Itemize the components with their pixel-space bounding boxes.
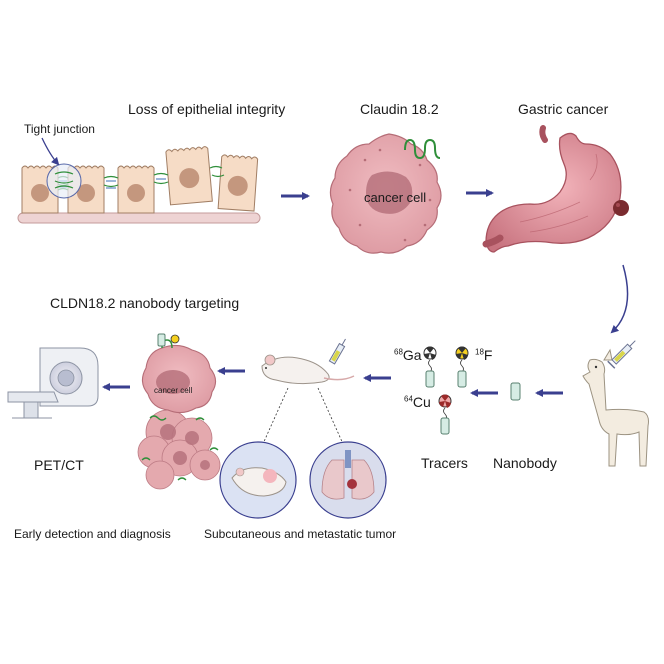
label-claudin: Claudin 18.2: [360, 101, 439, 117]
syringe-icon: [328, 338, 346, 365]
epithelium-illustration: [17, 137, 261, 224]
label-loss-of-integrity: Loss of epithelial integrity: [128, 101, 286, 117]
label-tight-junction: Tight junction: [24, 122, 95, 136]
epithelial-cell: [217, 154, 259, 212]
stomach-illustration: [482, 125, 629, 253]
subcutaneous-tumor-inset: [219, 441, 297, 519]
label-isotope-f: 18F: [475, 347, 493, 363]
label-tracers: Tracers: [421, 455, 468, 471]
label-pet-ct: PET/CT: [34, 457, 84, 473]
label-cancer-cell: cancer cell: [364, 190, 427, 205]
mouse-illustration: [261, 354, 355, 385]
tight-junction-pointer: [41, 137, 60, 166]
gastric-tumor: [613, 200, 629, 216]
label-isotope-ga: 68Ga: [394, 347, 422, 363]
nanobody-icon: [510, 382, 521, 401]
tight-junction-zoom-circle: [46, 163, 82, 199]
llama-illustration: [582, 348, 649, 467]
label-subcutaneous: Subcutaneous and metastatic tumor: [204, 527, 397, 541]
cancer-cell-nucleus: [366, 171, 413, 214]
arrow-to-llama: [610, 264, 629, 334]
tracer-f-icon: [455, 346, 469, 388]
tracer-ga-icon: [423, 346, 437, 388]
label-nanobody: Nanobody: [493, 455, 557, 471]
epithelial-cell: [165, 146, 213, 206]
tracer-cu-icon: [438, 394, 452, 435]
label-isotope-cu: 64Cu: [404, 394, 431, 410]
epithelial-cell: [117, 165, 155, 214]
cancer-cell-dots: [348, 148, 432, 242]
claudin-cancer-cell: [329, 133, 442, 254]
targeted-cancer-cluster: [137, 333, 221, 490]
label-cancer-cell-small: cancer cell: [154, 386, 193, 395]
syringe-icon: [607, 340, 636, 369]
basement-membrane: [17, 212, 261, 224]
zoom-junction-detail: [54, 171, 74, 189]
pet-ct-scanner: [7, 347, 99, 419]
claudin-protein-icon: [404, 138, 441, 160]
label-early-detection: Early detection and diagnosis: [14, 527, 171, 541]
metastatic-tumor-inset: [309, 441, 387, 519]
label-gastric-cancer: Gastric cancer: [518, 101, 609, 117]
label-nanobody-targeting: CLDN18.2 nanobody targeting: [50, 295, 240, 311]
